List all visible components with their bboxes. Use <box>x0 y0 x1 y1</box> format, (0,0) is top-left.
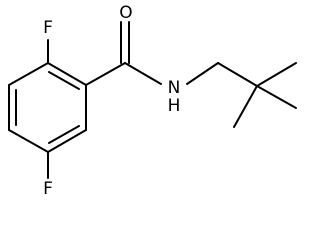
fluorine-bottom-label: F <box>43 179 53 199</box>
bond-carbonyl-carbon-nitrogen <box>124 62 162 85</box>
fluorine-top-label: F <box>43 18 53 38</box>
amide-hydrogen-label: H <box>168 96 181 116</box>
bond-quaternary-methyl-right <box>256 85 297 109</box>
bond-nitrogen-methylene <box>186 62 219 85</box>
bond-ring-carbonyl-carbon <box>85 62 126 86</box>
bond-quaternary-methyl-top <box>256 62 297 87</box>
bond-ring-inner-c1-c2 <box>48 71 80 90</box>
benzene-ring <box>8 62 87 153</box>
bond-ring-c3-c4 <box>47 129 87 153</box>
bond-methylene-quaternary-carbon <box>217 62 258 87</box>
bond-ring-inner-c3-c4 <box>48 125 80 144</box>
bond-quaternary-methyl-bottom <box>233 85 258 128</box>
chemical-structure: F F O N H <box>8 3 297 199</box>
amide-nitrogen-label: N <box>168 78 181 98</box>
bond-ring-c1-c2 <box>47 62 87 86</box>
oxygen-label: O <box>119 3 132 23</box>
bond-ring-c6-c1 <box>8 62 49 86</box>
bond-ring-c4-c5 <box>8 129 49 153</box>
